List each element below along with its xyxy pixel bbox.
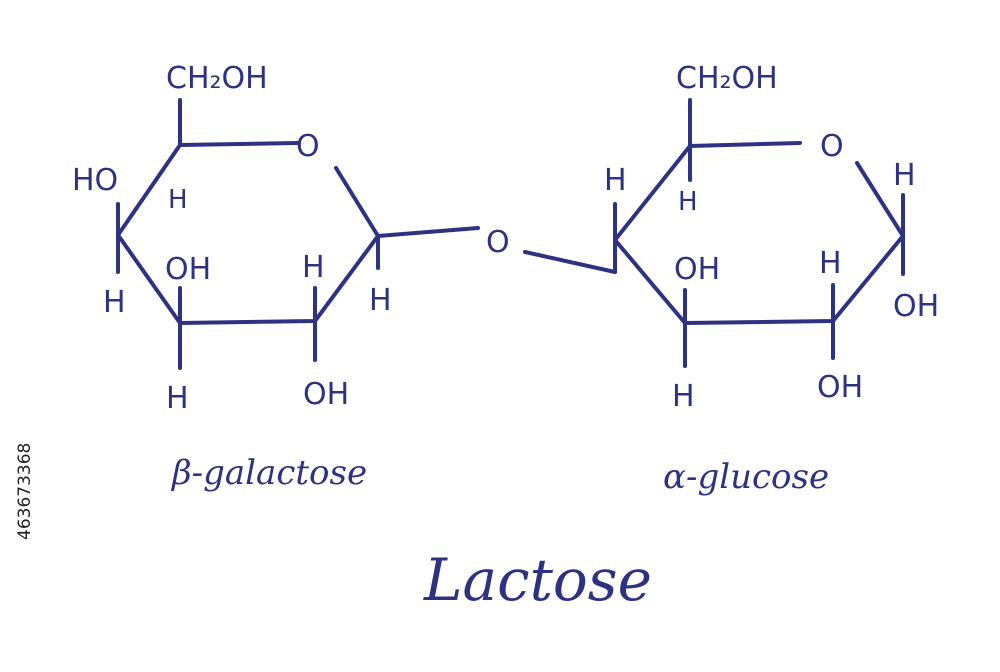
glycosidic-bond: O <box>376 225 617 274</box>
glucose-c3-oh-label: OH <box>674 252 720 287</box>
glucose-ring-oxygen: O <box>820 129 844 164</box>
galactose-caption: β-galactose <box>170 453 367 493</box>
galactose-ring-bonds <box>116 141 380 325</box>
glucose-ch2oh-label: CH₂OH <box>676 61 778 96</box>
galactose-ch2oh-label: CH₂OH <box>166 61 268 96</box>
glucose-c2-oh-label: OH <box>817 370 863 405</box>
galactose-ring-oxygen: O <box>296 129 320 164</box>
glucose-ring-bonds <box>613 141 905 325</box>
glucose-c4-h-label: H <box>604 163 627 198</box>
galactose-ring: CH₂OH O HO H OH H H H OH H <box>72 61 392 416</box>
galactose-c2-h-label: H <box>302 250 325 285</box>
galactose-c3-oh-label: OH <box>165 252 211 287</box>
bridge-left-bond <box>376 226 480 238</box>
galactose-c1-h-label: H <box>369 283 392 318</box>
glucose-c5-h-label: H <box>678 187 698 217</box>
galactose-c2-oh-label: OH <box>303 377 349 412</box>
galactose-ho-label: HO <box>72 163 118 198</box>
diagram-title: Lactose <box>423 546 652 614</box>
bridge-oxygen: O <box>486 225 510 260</box>
bridge-right-bond <box>523 250 617 274</box>
glucose-c1-h-label: H <box>893 158 916 193</box>
glucose-c2-h-label: H <box>819 246 842 281</box>
glucose-ring: CH₂OH O H H OH H H OH H OH <box>604 61 939 414</box>
galactose-c3-h-label: H <box>166 381 189 416</box>
galactose-c5-h-label: H <box>168 185 188 215</box>
stock-image-id: 463673368 <box>15 443 35 540</box>
glucose-c3-h-label: H <box>672 379 695 414</box>
glucose-caption: α-glucose <box>663 457 829 497</box>
glucose-c1-oh-label: OH <box>893 289 939 324</box>
galactose-c4-h-label: H <box>103 285 126 320</box>
